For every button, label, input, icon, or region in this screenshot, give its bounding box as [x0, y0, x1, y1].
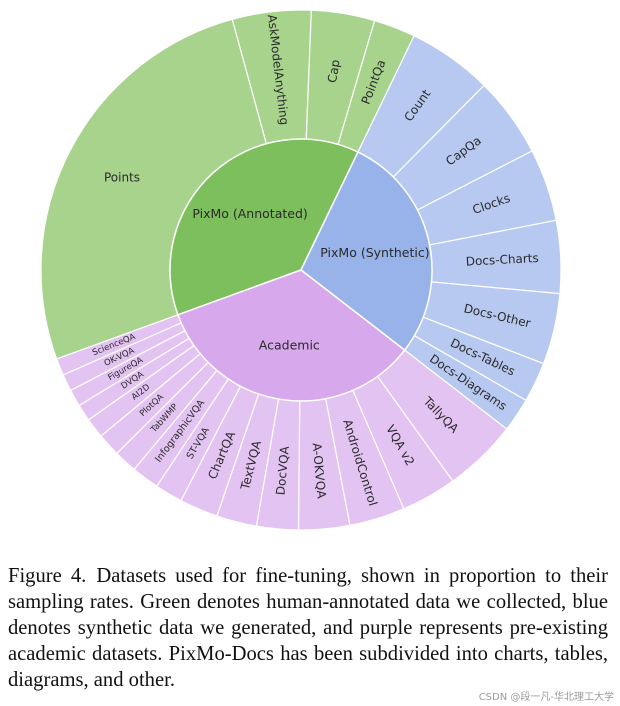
caption-text: Datasets used for fine-tuning, shown in …: [8, 564, 608, 691]
group-label-pixmo-annotated: PixMo (Annotated): [192, 206, 307, 221]
inner-ring: [169, 138, 433, 402]
figure-number: Figure 4.: [8, 564, 87, 587]
label-docs-charts: Docs-Charts: [465, 251, 539, 269]
figure-caption: Figure 4.Datasets used for fine-tuning, …: [8, 563, 608, 693]
watermark: CSDN @段一凡-华北理工大学: [478, 692, 614, 703]
label-docvqa: DocVQA: [273, 445, 291, 496]
outer-ring: [40, 9, 562, 531]
label-points: Points: [104, 170, 140, 184]
label-cap: Cap: [325, 59, 343, 84]
group-label-academic: Academic: [259, 338, 320, 353]
group-pixmo-synthetic: [300, 151, 433, 352]
group-label-pixmo-synthetic: PixMo (Synthetic): [320, 245, 429, 260]
group-pixmo-annotated: [169, 138, 359, 316]
group-academic: [176, 269, 406, 402]
label-a-okvqa: A-OKVQA: [310, 442, 329, 500]
